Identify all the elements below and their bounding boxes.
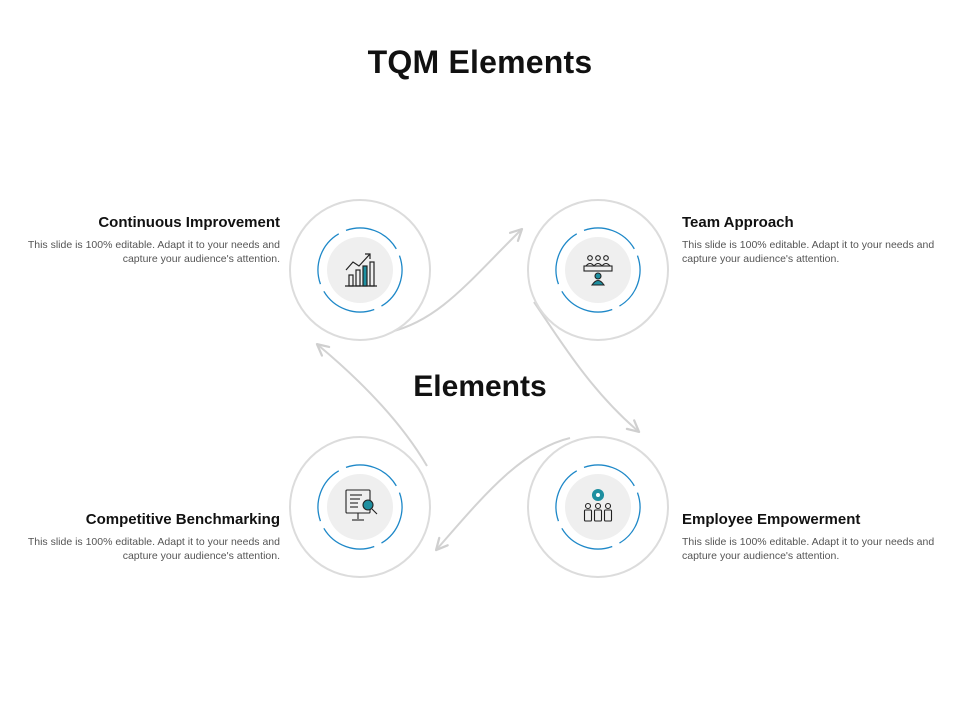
item-employee-empowerment: Employee Empowerment This slide is 100% …	[682, 511, 942, 563]
node-continuous-improvement	[289, 199, 431, 341]
growth-chart-icon	[345, 253, 377, 287]
item-heading: Employee Empowerment	[682, 511, 861, 528]
item-competitive-benchmarking: Competitive Benchmarking This slide is 1…	[20, 511, 280, 563]
document-search-icon	[345, 489, 378, 521]
node-team-approach	[527, 199, 669, 341]
item-description: This slide is 100% editable. Adapt it to…	[27, 239, 280, 265]
item-heading: Competitive Benchmarking	[85, 511, 280, 528]
item-description: This slide is 100% editable. Adapt it to…	[682, 239, 935, 265]
node-employee-empowerment	[527, 436, 669, 578]
item-team-approach: Team Approach This slide is 100% editabl…	[682, 214, 942, 266]
item-continuous-improvement: Continuous Improvement This slide is 100…	[20, 214, 280, 266]
slide-title: TQM Elements	[367, 44, 593, 80]
item-description: This slide is 100% editable. Adapt it to…	[682, 536, 935, 562]
item-heading: Continuous Improvement	[98, 214, 280, 231]
node-accent-ring	[317, 464, 403, 550]
node-competitive-benchmarking	[289, 436, 431, 578]
center-label: Elements	[413, 370, 547, 403]
node-accent-ring	[317, 227, 403, 313]
connector-arrow-left	[315, 342, 428, 467]
connector-arrow-right	[533, 301, 641, 434]
node-accent-ring	[555, 464, 641, 550]
item-heading: Team Approach	[682, 214, 794, 231]
team-meeting-icon	[583, 255, 613, 286]
connector-arrow-top	[389, 227, 524, 333]
connector-arrow-bottom	[434, 437, 571, 552]
node-accent-ring	[555, 227, 641, 313]
team-gear-icon	[583, 488, 613, 522]
item-description: This slide is 100% editable. Adapt it to…	[27, 536, 280, 562]
